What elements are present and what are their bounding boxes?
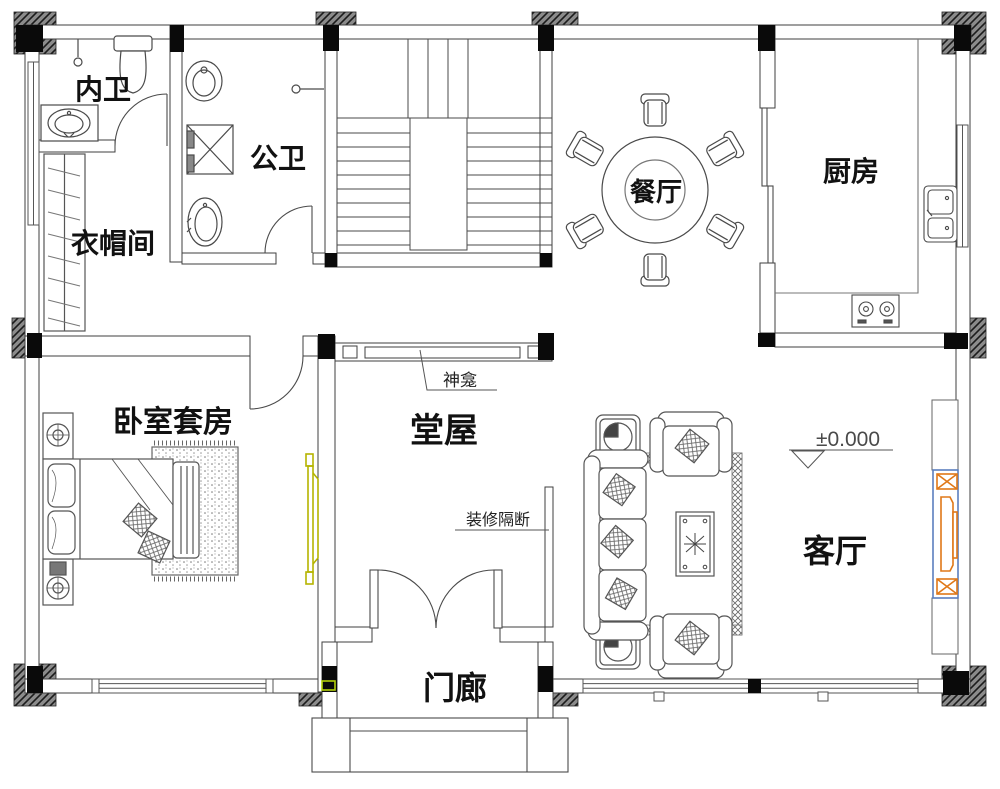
doors	[114, 93, 503, 629]
staircase	[337, 39, 552, 251]
gas-stove	[851, 294, 900, 328]
annotation-lines	[419, 349, 893, 531]
nightstand	[42, 558, 74, 606]
entry-double-door	[369, 569, 503, 629]
columns	[16, 25, 971, 758]
anno-label-partition: 装修隔断	[466, 511, 530, 529]
ceiling-lamp	[291, 84, 324, 94]
shrine-leader	[419, 349, 497, 391]
shrine-niche	[342, 345, 543, 359]
foot-bench	[172, 461, 200, 559]
tv-wall	[931, 399, 959, 655]
bidet-toilet	[185, 60, 223, 102]
kitchen-fixtures	[761, 39, 958, 328]
tv-panel	[940, 496, 958, 572]
room-label-living: 客厅	[803, 533, 867, 569]
bedroom-door	[249, 355, 304, 410]
toilet	[113, 35, 153, 94]
sofa-pillow	[600, 472, 638, 611]
room-label-inner-bath: 内卫	[75, 74, 131, 105]
round-dining-table	[601, 136, 709, 244]
anno-label-elevation: ±0.000	[816, 428, 880, 451]
speaker	[936, 578, 958, 595]
dining-set	[565, 93, 745, 287]
room-label-dining: 餐厅	[630, 177, 682, 207]
elevation-mark	[789, 449, 893, 469]
room-label-main-hall: 堂屋	[410, 412, 478, 450]
armchair	[649, 411, 733, 477]
inner-bath-door	[114, 93, 168, 147]
armchair	[649, 613, 733, 679]
room-label-cloakroom: 衣帽间	[71, 227, 155, 259]
bed-pillow	[122, 502, 171, 564]
three-seat-sofa	[583, 449, 649, 641]
kitchen-sink	[923, 185, 958, 243]
bedroom-furniture	[42, 412, 239, 606]
public-bath-fixtures	[185, 60, 324, 247]
plant	[682, 518, 708, 570]
public-bath-door	[264, 205, 313, 254]
living-furniture	[583, 411, 743, 679]
wash-basin	[40, 104, 99, 142]
entry-steps	[311, 717, 569, 773]
switch-box	[321, 680, 336, 691]
shower	[186, 124, 234, 175]
speaker	[936, 473, 958, 490]
room-label-porch: 门廊	[423, 670, 487, 706]
dining-chairs	[565, 93, 745, 287]
nightstand	[42, 412, 74, 460]
room-label-bedroom-suite: 卧室套房	[113, 405, 233, 439]
pedestal-basin	[186, 197, 223, 247]
bedroom-sliding-door	[305, 453, 319, 585]
ceiling-lamp	[73, 39, 83, 67]
inner-bath-fixtures	[40, 35, 153, 142]
anno-label-shrine: 神龛	[443, 371, 477, 390]
room-label-public-bath: 公卫	[250, 143, 306, 174]
wardrobe	[43, 153, 86, 332]
double-bed	[42, 458, 174, 564]
room-label-kitchen: 厨房	[823, 155, 879, 187]
coffee-table	[675, 511, 715, 577]
side-table-lamp	[595, 414, 641, 460]
kitchen-sliding-door	[761, 107, 774, 264]
